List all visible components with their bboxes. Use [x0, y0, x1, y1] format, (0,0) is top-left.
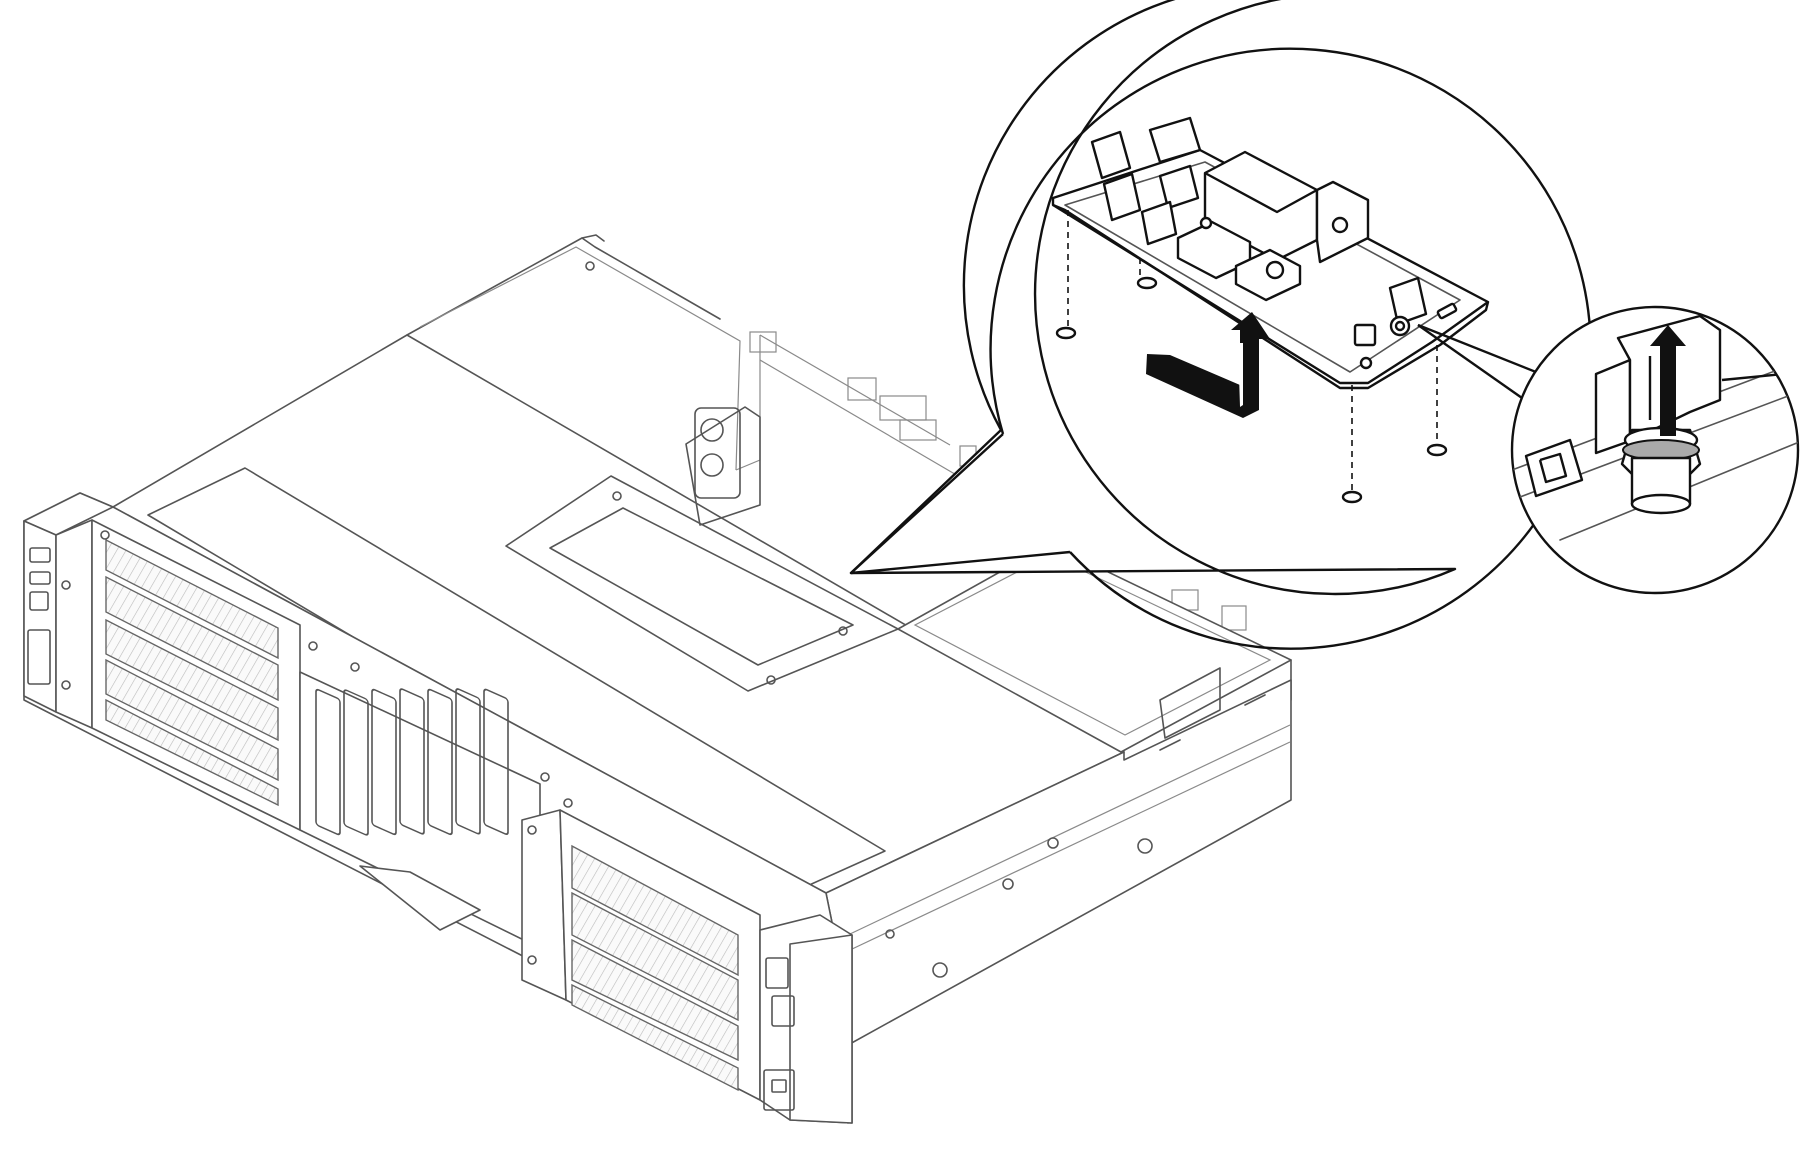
left-rack-ear — [23, 492, 114, 729]
drive-filler — [571, 983, 739, 1092]
rear-wall — [406, 237, 721, 336]
board-connectors — [1090, 116, 1428, 347]
drive-filler — [105, 575, 279, 702]
drive-filler — [105, 618, 279, 742]
rear-bay — [419, 246, 741, 471]
fan-slot — [694, 407, 741, 499]
callout-leader — [1417, 323, 1547, 378]
left-drive-bay — [91, 519, 301, 831]
center-drive-bay — [299, 671, 541, 949]
drive-filler — [105, 698, 279, 807]
id-led — [29, 591, 49, 611]
callout-pointer — [849, 433, 1071, 575]
front-panel-connector[interactable] — [765, 957, 789, 989]
release-plunger[interactable] — [1389, 315, 1411, 337]
usb-port[interactable] — [29, 571, 51, 585]
side-rail-2 — [849, 741, 1291, 951]
drive-filler — [571, 891, 739, 1022]
power-connector — [1388, 276, 1428, 326]
pull-tab[interactable] — [359, 865, 481, 931]
drive-filler — [105, 658, 279, 782]
rear-rail-2 — [759, 359, 966, 481]
drive-filler — [571, 844, 739, 977]
board-detail — [1051, 116, 1490, 504]
cover-window-inner — [549, 507, 854, 666]
right-rack-ear — [759, 914, 853, 1124]
up-arrow-icon — [1650, 325, 1686, 436]
cover-screws — [100, 261, 895, 939]
side-rail — [849, 724, 1291, 935]
pcb — [1064, 161, 1461, 373]
front-usb[interactable] — [771, 995, 795, 1027]
rear-wall-edge — [581, 234, 605, 242]
server-chassis — [23, 234, 1292, 1124]
drive-trays — [315, 688, 509, 836]
rear-connectors — [749, 331, 1247, 631]
plunger-callout — [1417, 305, 1800, 595]
plunger-detail — [1512, 314, 1798, 541]
mid-cage-inner — [913, 554, 1272, 736]
ear-latch[interactable] — [763, 1069, 795, 1111]
drive-filler — [105, 538, 279, 660]
slide-lift-arrow-icon — [1146, 312, 1270, 418]
ear-latch[interactable] — [27, 629, 51, 685]
mid-cage-latch — [1159, 667, 1221, 739]
capacitor — [1265, 260, 1285, 280]
rear-rail — [759, 334, 951, 446]
callout-circle — [989, 47, 1592, 650]
standoffs — [1055, 276, 1448, 504]
inner-cage — [685, 406, 761, 526]
drive-filler — [571, 938, 739, 1062]
power-button[interactable] — [29, 547, 51, 563]
cable-connector — [1524, 438, 1584, 498]
right-drive-bay — [521, 809, 761, 1101]
board-callout — [849, 0, 1592, 650]
